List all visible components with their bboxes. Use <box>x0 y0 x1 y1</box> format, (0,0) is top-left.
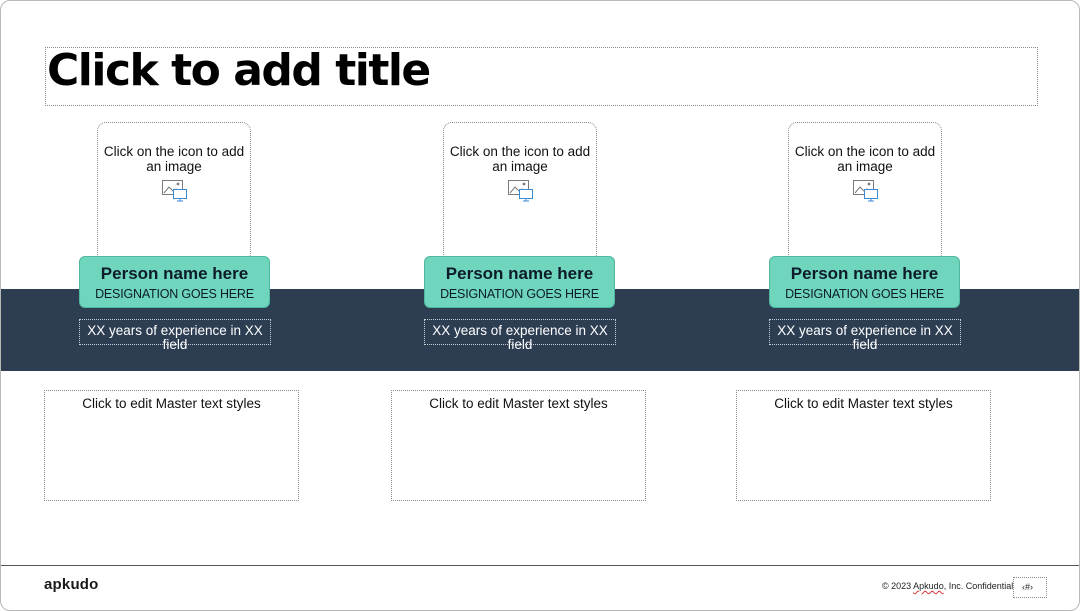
body-text-placeholder[interactable]: Click to edit Master text styles <box>391 390 646 501</box>
image-placeholder-text: Click on the icon to add an image <box>449 144 591 174</box>
picture-icon[interactable] <box>508 180 534 202</box>
experience-placeholder[interactable]: XX years of experience in XX field <box>79 319 271 352</box>
title-placeholder[interactable]: Click to add title <box>45 45 1038 106</box>
experience-placeholder[interactable]: XX years of experience in XX field <box>424 319 616 352</box>
person-name: Person name here <box>445 264 594 283</box>
body-text: Click to edit Master text styles <box>429 396 608 411</box>
person-name: Person name here <box>100 264 249 283</box>
body-text: Click to edit Master text styles <box>774 396 953 411</box>
apkudo-logo: apkudo <box>44 576 99 593</box>
copyright-text: © 2023 Apkudo, Inc. Confidential <box>882 581 1013 591</box>
slide-number-placeholder[interactable]: ‹#› <box>1013 577 1047 598</box>
copyright-suffix: , Inc. Confidential <box>943 581 1014 591</box>
experience-text: XX years of experience in XX field <box>87 323 263 352</box>
person-designation: DESIGNATION GOES HERE <box>95 287 254 301</box>
image-placeholder-text: Click on the icon to add an image <box>103 144 245 174</box>
experience-text: XX years of experience in XX field <box>432 323 608 352</box>
slide-number: ‹#› <box>1022 582 1033 592</box>
person-name: Person name here <box>790 264 939 283</box>
person-designation: DESIGNATION GOES HERE <box>785 287 944 301</box>
experience-placeholder[interactable]: XX years of experience in XX field <box>769 319 961 352</box>
image-placeholder-text: Click on the icon to add an image <box>794 144 936 174</box>
person-card[interactable]: Person name here DESIGNATION GOES HERE <box>769 256 960 308</box>
image-placeholder[interactable]: Click on the icon to add an image <box>97 122 251 262</box>
footer-divider <box>1 565 1079 566</box>
body-text-placeholder[interactable]: Click to edit Master text styles <box>736 390 991 501</box>
image-placeholder[interactable]: Click on the icon to add an image <box>788 122 942 262</box>
person-card[interactable]: Person name here DESIGNATION GOES HERE <box>79 256 270 308</box>
picture-icon[interactable] <box>853 180 879 202</box>
person-designation: DESIGNATION GOES HERE <box>440 287 599 301</box>
copyright-brand: Apkudo <box>913 581 944 591</box>
picture-icon[interactable] <box>162 180 188 202</box>
image-placeholder[interactable]: Click on the icon to add an image <box>443 122 597 262</box>
copyright-prefix: © 2023 <box>882 581 914 591</box>
title-placeholder-text: Click to add title <box>47 45 431 96</box>
person-card[interactable]: Person name here DESIGNATION GOES HERE <box>424 256 615 308</box>
experience-text: XX years of experience in XX field <box>777 323 953 352</box>
body-text-placeholder[interactable]: Click to edit Master text styles <box>44 390 299 501</box>
body-text: Click to edit Master text styles <box>82 396 261 411</box>
